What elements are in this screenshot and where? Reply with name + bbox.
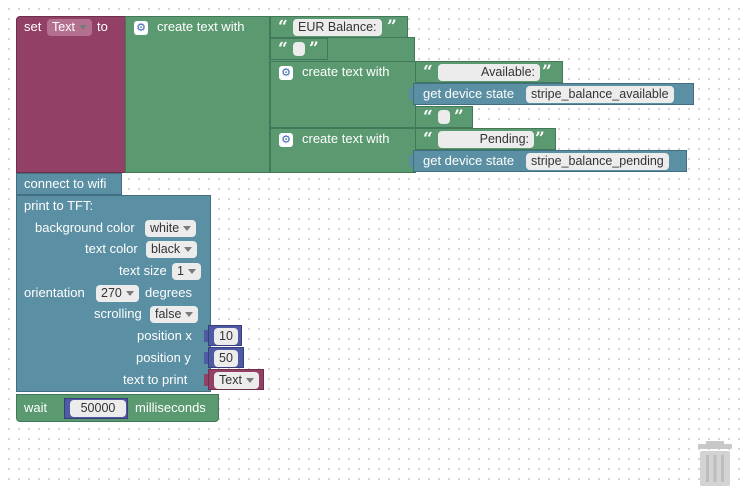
text-block-eur-balance[interactable]: “ EUR Balance: ” (270, 16, 408, 38)
print-tft-title: print to TFT: (24, 198, 94, 213)
wait-ms-field[interactable]: 50000 (70, 400, 126, 417)
text-color-dropdown[interactable]: black (146, 241, 198, 258)
text-block-empty-1[interactable]: “ ” (270, 38, 328, 60)
to-label: to (97, 19, 108, 34)
text-block-pending[interactable]: “ Pending: ” (415, 128, 556, 150)
gear-icon[interactable]: ⚙ (134, 21, 148, 35)
scrolling-label: scrolling (94, 306, 142, 321)
create-text-block-available[interactable]: ⚙ create text with (270, 61, 416, 128)
open-quote-icon: “ (423, 129, 433, 149)
open-quote-icon: “ (278, 17, 288, 37)
close-quote-icon: ” (542, 62, 552, 82)
wait-block[interactable]: wait 50000 milliseconds (16, 394, 219, 422)
text-field-pending[interactable]: Pending: (438, 131, 534, 148)
set-variable-block[interactable]: set Text to (16, 16, 126, 173)
background-color-dropdown[interactable]: white (145, 220, 197, 237)
text-block-available[interactable]: “ Available: ” (415, 61, 563, 83)
create-text-block-outer[interactable]: ⚙ create text with (125, 16, 270, 173)
variable-dropdown[interactable]: Text (47, 19, 92, 36)
wait-label: wait (24, 400, 48, 415)
connector-notch (204, 352, 208, 364)
position-x-label: position x (137, 328, 192, 343)
gear-icon[interactable]: ⚙ (279, 133, 293, 147)
device-state-label: get device state (423, 86, 515, 101)
text-block-empty-2[interactable]: “ ” (415, 106, 473, 128)
device-state-field-available[interactable]: stripe_balance_available (526, 86, 674, 103)
close-quote-icon: ” (535, 129, 545, 149)
print-tft-block[interactable]: print to TFT: background color white tex… (16, 195, 211, 392)
connector-notch (409, 88, 413, 100)
connect-wifi-block[interactable]: connect to wifi (16, 173, 122, 195)
text-color-label: text color (85, 241, 138, 256)
create-text-label: create text with (157, 19, 245, 34)
device-state-block-pending[interactable]: get device state stripe_balance_pending (409, 150, 687, 172)
close-quote-icon: ” (387, 17, 397, 37)
number-block-position-x[interactable]: 10 (204, 325, 242, 346)
trash-can-icon[interactable] (698, 440, 732, 486)
text-size-label: text size (119, 263, 167, 278)
text-to-print-label: text to print (123, 372, 188, 387)
open-quote-icon: “ (278, 39, 288, 59)
degrees-label: degrees (145, 285, 192, 300)
text-size-dropdown[interactable]: 1 (172, 263, 201, 280)
connector-notch (409, 155, 413, 167)
text-field-empty-2[interactable] (438, 110, 450, 124)
create-text-block-pending[interactable]: ⚙ create text with (270, 128, 416, 173)
text-field-available[interactable]: Available: (438, 64, 540, 81)
close-quote-icon: ” (309, 39, 319, 59)
text-field-eur-balance[interactable]: EUR Balance: (293, 19, 382, 36)
connector-notch (204, 374, 208, 386)
position-x-field[interactable]: 10 (214, 328, 238, 345)
device-state-label: get device state (423, 153, 515, 168)
device-state-field-pending[interactable]: stripe_balance_pending (526, 153, 669, 170)
milliseconds-label: milliseconds (135, 400, 206, 415)
number-block-wait[interactable]: 50000 (64, 398, 128, 419)
orientation-dropdown[interactable]: 270 (96, 285, 139, 302)
open-quote-icon: “ (423, 62, 433, 82)
create-text-label: create text with (302, 131, 390, 146)
position-y-label: position y (136, 350, 191, 365)
create-text-label: create text with (302, 64, 390, 79)
background-color-label: background color (35, 220, 135, 235)
orientation-label: orientation (24, 285, 85, 300)
variable-block-text[interactable]: Text (204, 369, 264, 390)
number-block-position-y[interactable]: 50 (204, 347, 244, 368)
gear-icon[interactable]: ⚙ (279, 66, 293, 80)
device-state-block-available[interactable]: get device state stripe_balance_availabl… (409, 83, 694, 105)
scrolling-dropdown[interactable]: false (150, 306, 199, 323)
text-variable-dropdown[interactable]: Text (214, 372, 259, 389)
set-label: set (24, 19, 42, 34)
connector-notch (204, 330, 208, 342)
connect-wifi-label: connect to wifi (24, 176, 107, 191)
position-y-field[interactable]: 50 (214, 350, 238, 367)
text-field-empty-1[interactable] (293, 42, 305, 56)
open-quote-icon: “ (423, 107, 433, 127)
close-quote-icon: ” (454, 107, 464, 127)
